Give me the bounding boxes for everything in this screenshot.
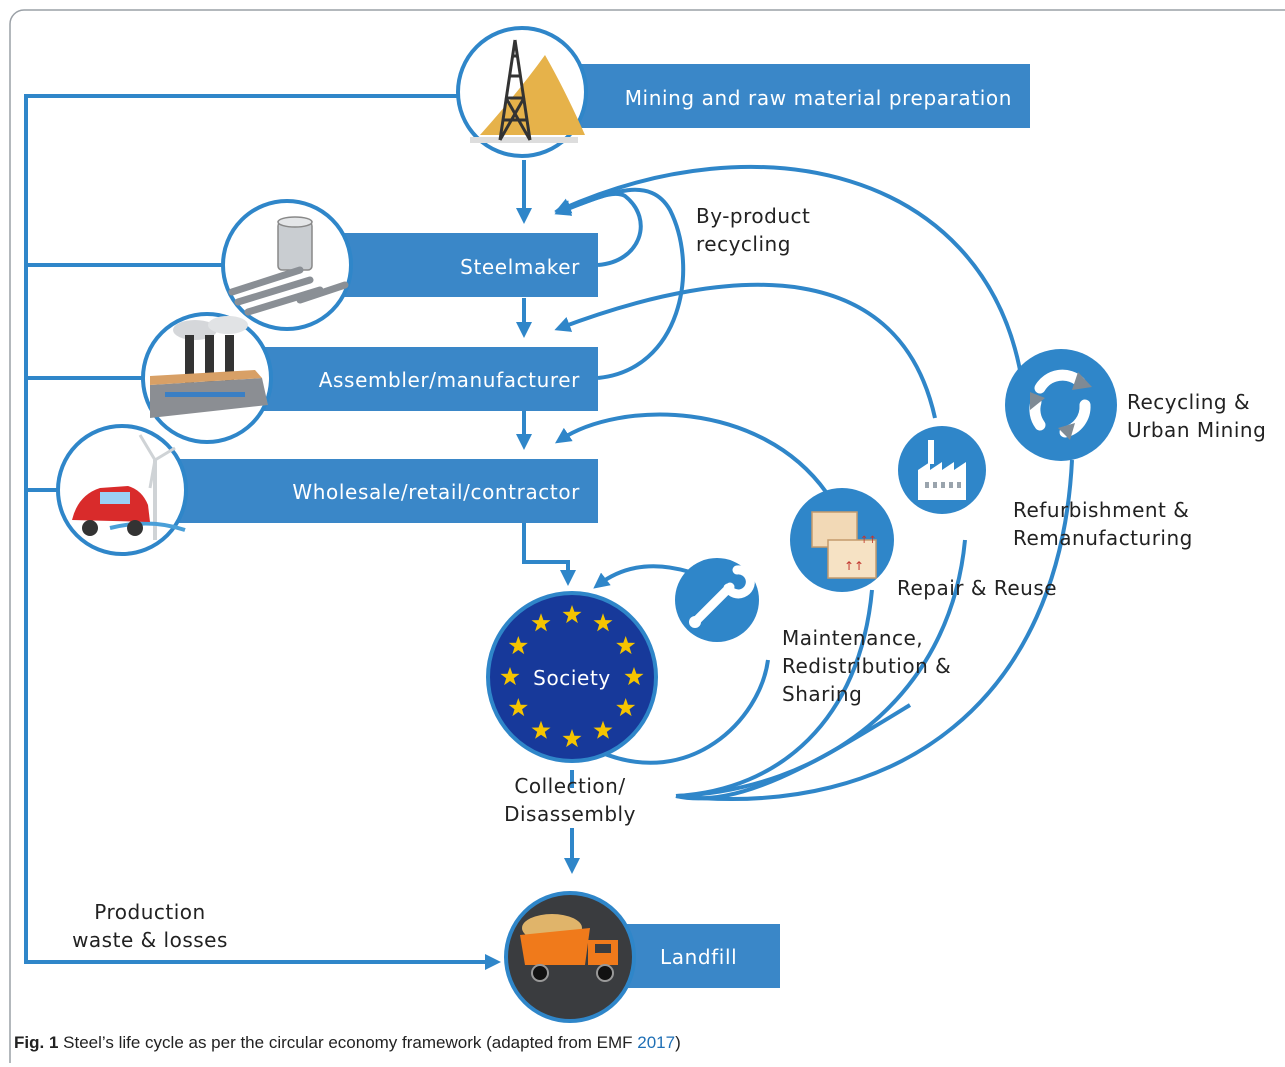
recycling-line-2: Urban Mining xyxy=(1127,418,1266,442)
byproduct-line-2: recycling xyxy=(696,232,791,256)
figure-caption: Fig. 1 Steel’s life cycle as per the cir… xyxy=(14,1033,1274,1053)
caption-reference-link[interactable]: 2017 xyxy=(637,1033,676,1052)
star-icon xyxy=(508,636,528,655)
waste-line-2: waste & losses xyxy=(72,928,228,952)
society-label: Society xyxy=(533,666,611,690)
wrench-icon xyxy=(675,558,759,642)
steelmaker-label: Steelmaker xyxy=(460,255,580,279)
byproduct-label: By-product recycling xyxy=(696,204,810,256)
recycling-line-1: Recycling & xyxy=(1127,390,1250,414)
caption-text: Steel’s life cycle as per the circular e… xyxy=(63,1033,638,1052)
star-icon xyxy=(593,613,613,632)
mining-box xyxy=(505,64,1030,128)
car-wind-turbine-icon xyxy=(56,424,188,556)
steel-products-icon xyxy=(221,199,353,331)
svg-text:↑↑: ↑↑ xyxy=(844,559,864,573)
maintenance-line-1: Maintenance, xyxy=(782,626,923,650)
mining-label: Mining and raw material preparation xyxy=(625,86,1012,110)
outer-border xyxy=(9,9,1285,1067)
star-ring xyxy=(500,605,644,748)
wholesale-label: Wholesale/retail/contractor xyxy=(292,480,580,504)
caption-close: ) xyxy=(675,1033,681,1052)
collection-line-2: Disassembly xyxy=(504,802,636,826)
assembler-label: Assembler/manufacturer xyxy=(319,368,580,392)
waste-line-1: Production xyxy=(94,900,205,924)
star-icon xyxy=(531,613,551,632)
star-icon xyxy=(593,720,613,739)
collection-label: Collection/ Disassembly xyxy=(504,774,636,826)
star-icon xyxy=(624,667,644,686)
maintenance-line-3: Sharing xyxy=(782,682,862,706)
star-icon xyxy=(531,720,551,739)
maintenance-label: Maintenance, Redistribution & Sharing xyxy=(782,626,951,706)
mining-icon xyxy=(456,26,588,158)
refurbishment-line-2: Remanufacturing xyxy=(1013,526,1193,550)
star-icon xyxy=(500,667,520,686)
factory-icon xyxy=(141,312,273,444)
steelmaker-box xyxy=(330,233,598,297)
landfill-label: Landfill xyxy=(660,945,737,969)
star-icon xyxy=(562,605,582,624)
star-icon xyxy=(562,729,582,748)
circular-loops xyxy=(554,164,1074,801)
recycling-icon xyxy=(1005,349,1117,461)
main-chain-arrows xyxy=(516,160,580,874)
dump-truck-icon xyxy=(504,891,636,1023)
wholesale-box xyxy=(160,459,598,523)
star-icon xyxy=(616,698,636,717)
caption-label: Fig. 1 xyxy=(14,1033,59,1052)
boxes-icon: ↑↑ ↑↑ xyxy=(790,488,894,592)
svg-text:↑↑: ↑↑ xyxy=(860,535,877,546)
refurbishment-label: Refurbishment & Remanufacturing xyxy=(1013,498,1193,550)
byproduct-line-1: By-product xyxy=(696,204,810,228)
star-icon xyxy=(616,636,636,655)
recycling-label: Recycling & Urban Mining xyxy=(1127,390,1266,442)
collection-line-1: Collection/ xyxy=(514,774,625,798)
remanufacturing-factory-icon xyxy=(898,426,986,514)
waste-label: Production waste & losses xyxy=(72,900,228,952)
maintenance-line-2: Redistribution & xyxy=(782,654,951,678)
society-circle: Society xyxy=(486,591,658,763)
assembler-box xyxy=(245,347,598,411)
byproduct-loops xyxy=(554,187,686,380)
star-icon xyxy=(508,698,528,717)
repair-label: Repair & Reuse xyxy=(897,576,1057,600)
refurbishment-line-1: Refurbishment & xyxy=(1013,498,1189,522)
